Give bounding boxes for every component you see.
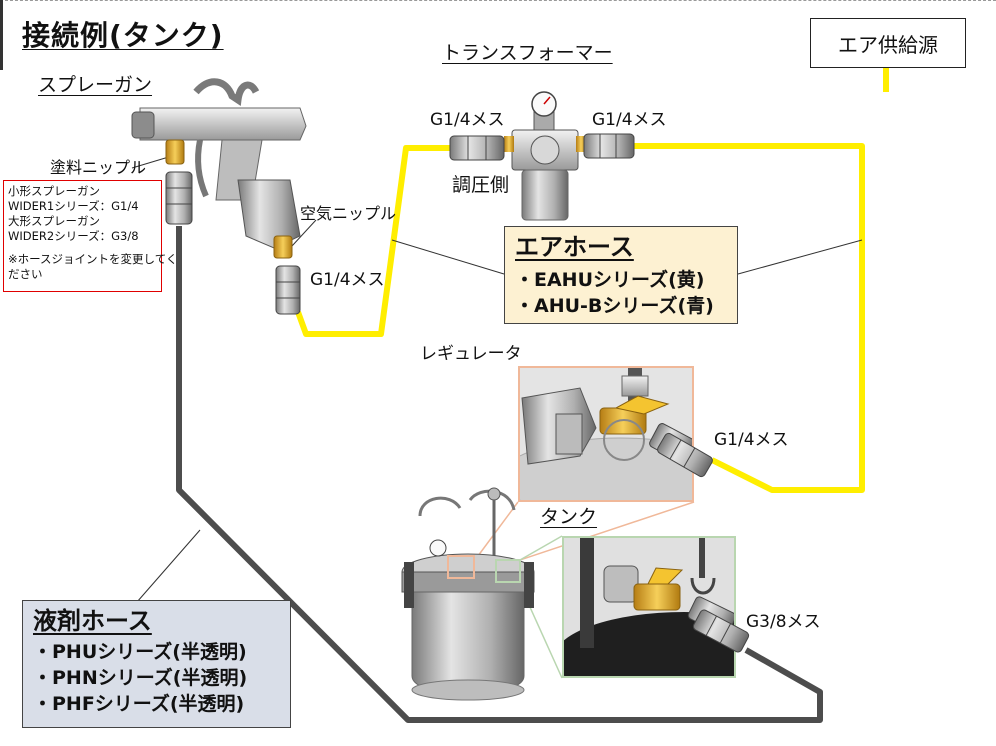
regulator-label: レギュレータ [420, 344, 522, 364]
liquid-hose-item: ・PHNシリーズ(半透明) [33, 667, 248, 689]
note-line: 大形スプレーガン [8, 214, 100, 228]
tank-thread-label: G3/8メス [746, 612, 821, 632]
air-hose-gun-to-transformer [295, 145, 452, 337]
paint-nipple-label: 塗料ニップル [50, 158, 147, 177]
note-line: WIDER2シリーズ：G3/8 [8, 229, 139, 243]
liquid-hose-item: ・PHUシリーズ(半透明) [33, 641, 247, 663]
regulator-hose-fitting [657, 432, 713, 478]
tank-detail-inset [562, 536, 736, 678]
callout-tank-top [519, 535, 563, 561]
spray-gun-illustration [131, 78, 307, 259]
air-hose-box: エアホース ・EAHUシリーズ(黄) ・AHU-Bシリーズ(青) [504, 226, 738, 324]
page-top-border [0, 0, 996, 1]
page-left-border [0, 0, 3, 70]
transformer-right-thread-label: G1/4メス [592, 110, 667, 130]
transformer-illustration [504, 91, 586, 221]
regulator-detail-drawing [520, 368, 692, 500]
regulator-thread-label: G1/4メス [714, 430, 789, 450]
spray-gun-label: スプレーガン [38, 74, 153, 96]
tank-hose-fitting [692, 609, 750, 653]
note-line: ※ホースジョイントを変更してく [8, 252, 178, 266]
leader-paint-nipple [131, 155, 173, 169]
paint-nipple-fitting [165, 171, 193, 225]
regulator-detail-inset [518, 366, 694, 502]
note-line: WIDER1シリーズ：G1/4 [8, 199, 139, 213]
page-title: 接続例(タンク) [22, 19, 224, 52]
transformer-label: トランスフォーマー [442, 42, 613, 64]
air-nipple-label: 空気ニップル [300, 204, 397, 223]
gun-thread-label: G1/4メス [310, 270, 385, 290]
leader-air-nipple [291, 219, 317, 247]
leader-air-hose-left [391, 239, 505, 275]
note-line: ださい [8, 267, 43, 281]
liquid-hose-box: 液剤ホース ・PHUシリーズ(半透明) ・PHNシリーズ(半透明) ・PHFシリ… [22, 600, 291, 728]
transformer-right-fitting [583, 133, 635, 159]
liquid-hose-heading: 液剤ホース [33, 607, 152, 635]
leader-liquid-hose [129, 529, 201, 611]
pressure-side-label: 調圧側 [452, 174, 510, 196]
air-hose-item: ・AHU-Bシリーズ(青) [515, 295, 714, 317]
liquid-hose-item: ・PHFシリーズ(半透明) [33, 693, 245, 715]
leader-air-hose-right [737, 239, 863, 275]
tank-illustration [401, 487, 535, 701]
air-hose-transformer-to-regulator [632, 143, 865, 493]
transformer-left-thread-label: G1/4メス [430, 110, 505, 130]
note-line: 小形スプレーガン [8, 184, 100, 198]
gun-thread-note: 小形スプレーガン WIDER1シリーズ：G1/4 大形スプレーガン WIDER2… [3, 180, 178, 292]
air-hose-item: ・EAHUシリーズ(黄) [515, 269, 705, 291]
transformer-left-fitting [449, 135, 505, 161]
tank-label: タンク [540, 506, 598, 528]
tank-detail-drawing [564, 538, 734, 676]
air-source-box: エア供給源 [810, 18, 966, 68]
air-nipple-fitting [275, 265, 301, 315]
liquid-hose [176, 226, 823, 723]
callout-regulator-top [474, 501, 519, 561]
air-hose-heading: エアホース [515, 233, 634, 261]
